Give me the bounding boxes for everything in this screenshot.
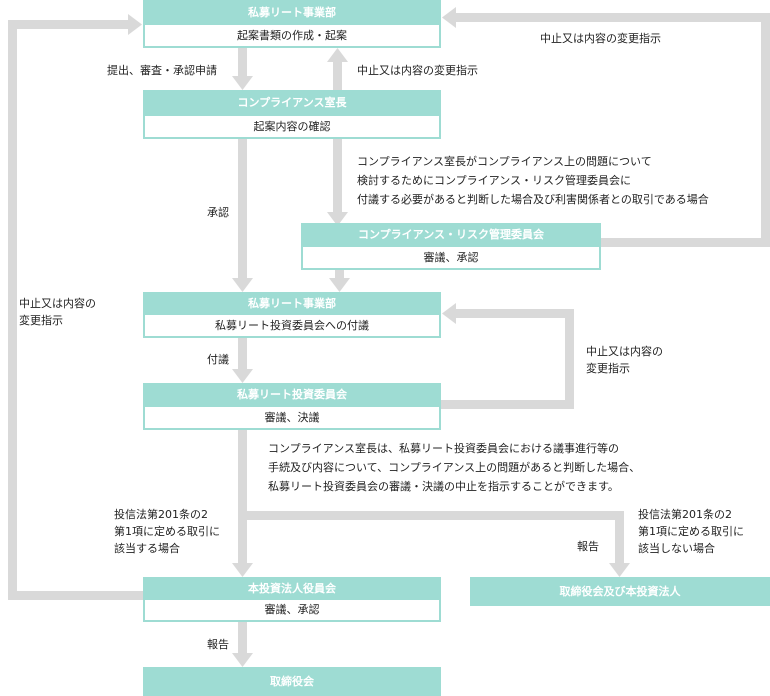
note-compliance-authority: コンプライアンス室長は、私募リート投資委員会における議事進行等の 手続及び内容に… <box>268 439 640 496</box>
box-reit-dept-2: 私募リート事業部 私募リート投資委員会への付議 <box>143 292 441 338</box>
label-line: 該当しない場合 <box>638 542 715 555</box>
arrow-committee-down-head <box>329 278 350 292</box>
box-body: 審議、決議 <box>143 407 441 430</box>
box-body: 起案書類の作成・起案 <box>143 25 441 48</box>
loop-right-2 <box>565 309 574 409</box>
box-title: 私募リート事業部 <box>143 0 441 25</box>
label-line: 中止又は内容の <box>586 345 663 358</box>
box-body: 審議、承認 <box>143 600 441 622</box>
loop-right-head <box>442 303 456 324</box>
arrow-applies-head <box>232 563 253 577</box>
note-line: コンプライアンス室長は、私募リート投資委員会における議事進行等の <box>268 442 620 455</box>
label-report-2: 報告 <box>207 638 229 651</box>
loop-left-1 <box>8 591 144 600</box>
loop-top-right-3 <box>456 13 770 22</box>
note-compliance: コンプライアンス室長がコンプライアンス上の問題について 検討するためにコンプライ… <box>357 152 709 209</box>
box-title: 取締役会 <box>143 667 441 696</box>
arrow-refer-shaft <box>238 338 247 370</box>
label-line: 第1項に定める取引に <box>114 525 220 538</box>
note-line: 私募リート投資委員会の審議・決議の中止を指示することができます。 <box>268 480 619 493</box>
box-title: コンプライアンス室長 <box>143 90 441 116</box>
branch-head <box>609 563 630 577</box>
label-report-1: 報告 <box>577 540 599 553</box>
branch-horizontal <box>238 511 624 520</box>
label-line: 該当する場合 <box>114 542 180 555</box>
loop-left-2 <box>8 20 17 600</box>
label-submit: 提出、審査・承認申請 <box>107 64 217 77</box>
note-line: 付議する必要があると判断した場合及び利害関係者との取引である場合 <box>357 193 709 206</box>
label-line: 投信法第201条の2 <box>114 508 208 521</box>
loop-left-3 <box>8 20 129 29</box>
box-investment-committee: 私募リート投資委員会 審議、決議 <box>143 383 441 430</box>
box-title: 私募リート事業部 <box>143 292 441 315</box>
label-approve: 承認 <box>207 206 229 219</box>
label-stop-change-1: 中止又は内容の変更指示 <box>357 64 478 77</box>
box-directors: 取締役会 <box>143 667 441 696</box>
note-line: コンプライアンス室長がコンプライアンス上の問題について <box>357 155 652 168</box>
box-compliance-head: コンプライアンス室長 起案内容の確認 <box>143 90 441 139</box>
box-body: 審議、承認 <box>301 247 601 270</box>
box-title: 取締役会及び本投資法人 <box>470 577 770 606</box>
branch-vertical <box>615 511 624 563</box>
box-reit-dept-1: 私募リート事業部 起案書類の作成・起案 <box>143 0 441 48</box>
arrow-approve-shaft <box>238 139 247 279</box>
note-line: 検討するためにコンプライアンス・リスク管理委員会に <box>357 174 632 187</box>
label-stop-change-left: 中止又は内容の 変更指示 <box>19 295 96 329</box>
label-line: 変更指示 <box>19 314 63 327</box>
arrow-approve-head <box>232 278 253 292</box>
loop-left-head <box>128 14 142 35</box>
label-refer: 付議 <box>207 353 229 366</box>
box-body: 起案内容の確認 <box>143 116 441 139</box>
loop-right-1 <box>441 400 574 409</box>
label-line: 変更指示 <box>586 362 630 375</box>
label-line: 中止又は内容の <box>19 297 96 310</box>
box-corp-board: 本投資法人役員会 審議、承認 <box>143 577 441 622</box>
label-stop-change-right: 中止又は内容の 変更指示 <box>586 343 663 377</box>
loop-top-right-2 <box>761 13 770 247</box>
loop-top-right-1 <box>601 238 770 247</box>
box-directors-and-corp: 取締役会及び本投資法人 <box>470 577 770 606</box>
loop-top-right-head <box>442 7 456 28</box>
note-line: 手続及び内容について、コンプライアンス上の問題があると判断した場合、 <box>268 461 641 474</box>
arrow-return-shaft <box>333 62 342 90</box>
box-title: コンプライアンス・リスク管理委員会 <box>301 223 601 247</box>
arrow-committee-down-shaft <box>335 270 344 278</box>
arrow-submit-head <box>232 76 253 90</box>
label-applies: 投信法第201条の2 第1項に定める取引に 該当する場合 <box>114 506 220 557</box>
label-line: 第1項に定める取引に <box>638 525 744 538</box>
arrow-report-head <box>232 653 253 667</box>
arrow-return-head <box>327 48 348 62</box>
label-stop-change-top-right: 中止又は内容の変更指示 <box>540 32 661 45</box>
box-title: 私募リート投資委員会 <box>143 383 441 407</box>
loop-right-3 <box>456 309 574 318</box>
arrow-applies-shaft <box>238 430 247 563</box>
arrow-refer-head <box>232 369 253 383</box>
box-title: 本投資法人役員会 <box>143 577 441 600</box>
label-not-applies: 投信法第201条の2 第1項に定める取引に 該当しない場合 <box>638 506 744 557</box>
arrow-to-committee-head <box>327 212 348 226</box>
box-body: 私募リート投資委員会への付議 <box>143 315 441 338</box>
arrow-to-committee-shaft <box>333 139 342 213</box>
box-compliance-committee: コンプライアンス・リスク管理委員会 審議、承認 <box>301 223 601 270</box>
label-line: 投信法第201条の2 <box>638 508 732 521</box>
arrow-submit-shaft <box>238 48 247 76</box>
arrow-report-shaft <box>238 622 247 654</box>
